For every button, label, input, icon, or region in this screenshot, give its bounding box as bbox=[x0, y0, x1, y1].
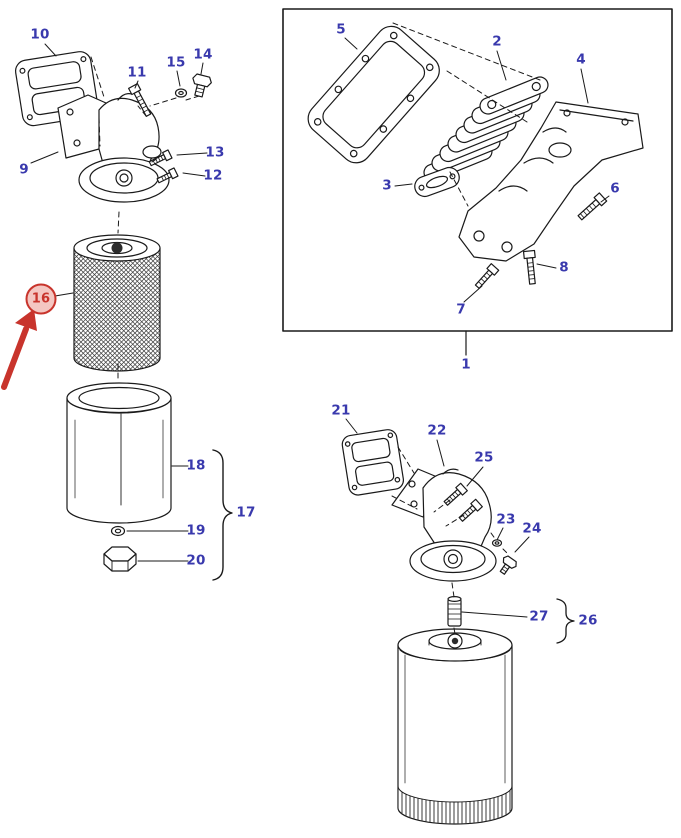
callout-24[interactable]: 24 bbox=[522, 520, 542, 537]
part-filter-26 bbox=[397, 628, 513, 825]
part-gasket-5 bbox=[307, 25, 440, 164]
part-bolt-13 bbox=[148, 149, 173, 167]
callout-2[interactable]: 2 bbox=[492, 33, 502, 50]
part-stud-27 bbox=[447, 595, 462, 627]
part-washer-15 bbox=[174, 88, 188, 98]
callout-17[interactable]: 17 bbox=[236, 504, 256, 521]
callout-21[interactable]: 21 bbox=[331, 402, 351, 419]
part-bolt-11 bbox=[127, 83, 152, 117]
assembly-dash-lines bbox=[90, 22, 541, 635]
callout-4[interactable]: 4 bbox=[576, 51, 586, 68]
subassembly-box bbox=[282, 8, 673, 332]
part-bolt-7 bbox=[474, 263, 500, 289]
part-oil-cooler-2 bbox=[423, 76, 549, 182]
callout-3[interactable]: 3 bbox=[382, 177, 392, 194]
callout-10[interactable]: 10 bbox=[30, 26, 50, 43]
part-washer-23 bbox=[491, 539, 503, 547]
callout-15[interactable]: 15 bbox=[166, 54, 186, 71]
part-washer-19 bbox=[110, 525, 126, 537]
bracket-26 bbox=[556, 598, 575, 644]
part-housing-4 bbox=[458, 101, 644, 262]
callout-12[interactable]: 12 bbox=[203, 167, 223, 184]
part-bolt-6 bbox=[577, 192, 608, 221]
callout-13[interactable]: 13 bbox=[205, 144, 225, 161]
part-gasket-21 bbox=[341, 429, 405, 496]
callout-25[interactable]: 25 bbox=[474, 449, 494, 466]
part-gasket-3 bbox=[414, 166, 460, 198]
callout-23[interactable]: 23 bbox=[496, 511, 516, 528]
part-filter-element-16 bbox=[73, 234, 161, 372]
callout-5[interactable]: 5 bbox=[336, 21, 346, 38]
callout-19[interactable]: 19 bbox=[186, 522, 206, 539]
callout-6[interactable]: 6 bbox=[610, 180, 620, 197]
callout-7[interactable]: 7 bbox=[456, 301, 466, 318]
callout-1[interactable]: 1 bbox=[461, 356, 471, 373]
callout-14[interactable]: 14 bbox=[193, 46, 213, 63]
part-plug-20 bbox=[103, 546, 137, 572]
callout-9[interactable]: 9 bbox=[19, 161, 29, 178]
part-canister-18 bbox=[66, 382, 172, 524]
leader-lines bbox=[30, 37, 610, 618]
part-plug-24 bbox=[499, 555, 517, 575]
highlight-arrow bbox=[1, 309, 37, 390]
callout-16-highlighted[interactable]: 16 bbox=[25, 283, 57, 315]
part-bolt-25b bbox=[458, 498, 483, 522]
bracket-17 bbox=[212, 449, 233, 581]
callout-27[interactable]: 27 bbox=[529, 608, 549, 625]
callout-20[interactable]: 20 bbox=[186, 552, 206, 569]
callout-8[interactable]: 8 bbox=[559, 259, 569, 276]
callout-11[interactable]: 11 bbox=[127, 64, 147, 81]
part-filter-head-9 bbox=[57, 93, 170, 203]
part-bolt-8 bbox=[522, 249, 536, 285]
part-plug-14 bbox=[192, 73, 212, 98]
callout-22[interactable]: 22 bbox=[427, 422, 447, 439]
part-filter-head-22 bbox=[391, 468, 497, 582]
callout-26[interactable]: 26 bbox=[578, 612, 598, 629]
callout-18[interactable]: 18 bbox=[186, 457, 206, 474]
part-bolt-12 bbox=[156, 167, 179, 184]
